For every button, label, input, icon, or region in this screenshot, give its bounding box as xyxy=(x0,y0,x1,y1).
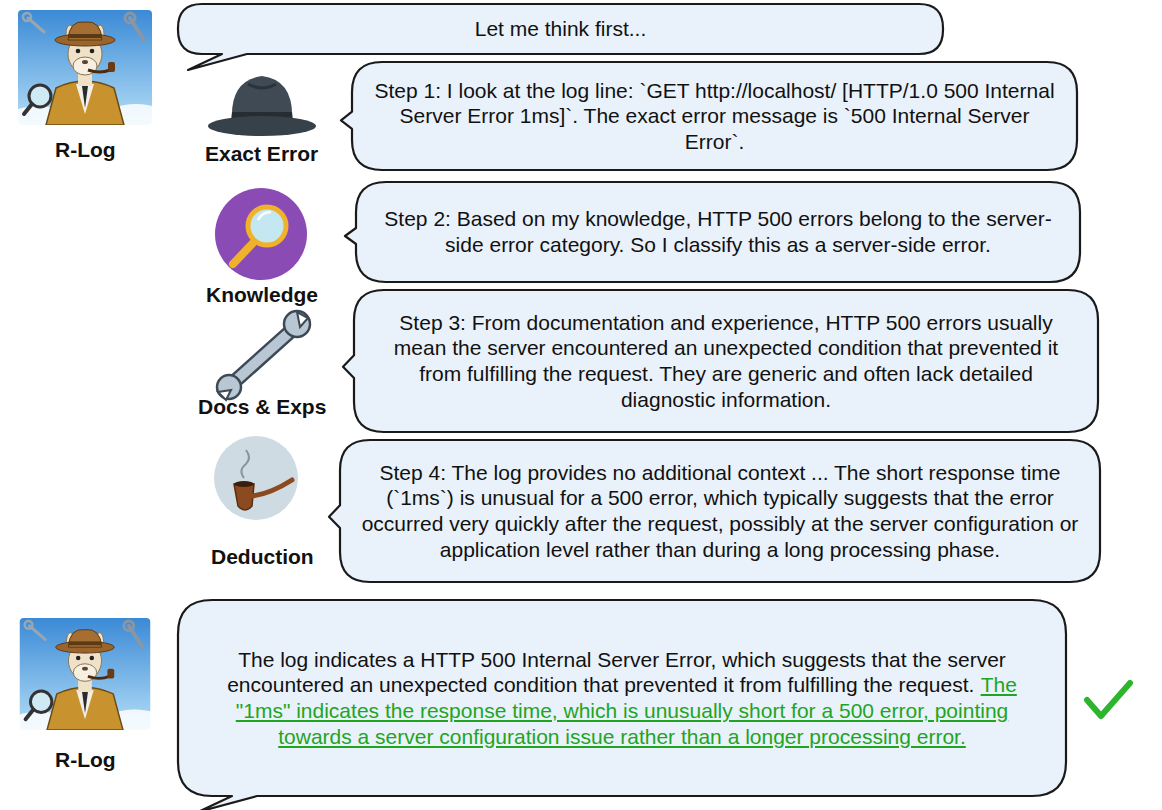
icon-label: Deduction xyxy=(211,545,314,569)
bubble-text: Step 2: Based on my knowledge, HTTP 500 … xyxy=(384,207,1051,256)
speech-bubble: Step 2: Based on my knowledge, HTTP 500 … xyxy=(356,182,1080,282)
bubble-text-block: The log indicates a HTTP 500 Internal Se… xyxy=(204,647,1040,749)
icon-label: Knowledge xyxy=(206,283,318,307)
bubble-outline xyxy=(356,182,1080,282)
bubble-text: Step 4: The log provides no additional c… xyxy=(362,461,1079,561)
magnifier-icon xyxy=(215,188,307,280)
speech-bubble: The log indicates a HTTP 500 Internal Se… xyxy=(178,600,1066,796)
hat-icon xyxy=(208,76,316,136)
bubble-shape xyxy=(178,600,1066,810)
bubble-body: Step 1: I look at the log line: `GET htt… xyxy=(352,62,1077,170)
bubble-text: Let me think first... xyxy=(475,17,647,40)
pipe-icon xyxy=(214,436,298,520)
speech-bubble: Step 4: The log provides no additional c… xyxy=(340,440,1100,582)
bubble-shape xyxy=(341,62,1077,170)
bubble-shape xyxy=(329,440,1100,582)
avatar xyxy=(10,618,164,735)
bubble-text-block: Step 3: From documentation and experienc… xyxy=(374,310,1078,412)
bubble-text-block: Let me think first... xyxy=(475,16,647,42)
icon-label: Exact Error xyxy=(205,142,318,166)
check-mark xyxy=(1087,683,1130,716)
bubble-body: Step 4: The log provides no additional c… xyxy=(340,440,1100,582)
bubble-body: Step 2: Based on my knowledge, HTTP 500 … xyxy=(356,182,1080,282)
bubble-shape xyxy=(345,182,1080,282)
icon-label: R-Log xyxy=(55,138,116,162)
avatar xyxy=(8,10,166,130)
bubble-body: Step 3: From documentation and experienc… xyxy=(354,290,1098,432)
wrench-icon xyxy=(217,311,310,400)
bubble-text: Step 1: I look at the log line: `GET htt… xyxy=(374,79,1054,153)
bubble-text-block: Step 2: Based on my knowledge, HTTP 500 … xyxy=(378,206,1058,257)
speech-bubble: Step 1: I look at the log line: `GET htt… xyxy=(352,62,1077,170)
bubble-shape xyxy=(343,290,1098,432)
icon-label: R-Log xyxy=(55,748,116,772)
bubble-text: The log indicates a HTTP 500 Internal Se… xyxy=(227,648,1006,697)
bubble-text-block: Step 1: I look at the log line: `GET htt… xyxy=(374,78,1055,155)
speech-bubble: Step 3: From documentation and experienc… xyxy=(354,290,1098,432)
bubble-body: Let me think first... xyxy=(178,4,943,54)
speech-bubble: Let me think first... xyxy=(178,4,943,54)
bubble-text-block: Step 4: The log provides no additional c… xyxy=(360,460,1080,562)
bubble-body: The log indicates a HTTP 500 Internal Se… xyxy=(178,600,1066,796)
bubble-shape xyxy=(178,4,943,70)
bubble-text: Step 3: From documentation and experienc… xyxy=(394,311,1058,411)
bubble-outline xyxy=(178,600,1066,796)
icon-label: Docs & Exps xyxy=(198,395,326,419)
